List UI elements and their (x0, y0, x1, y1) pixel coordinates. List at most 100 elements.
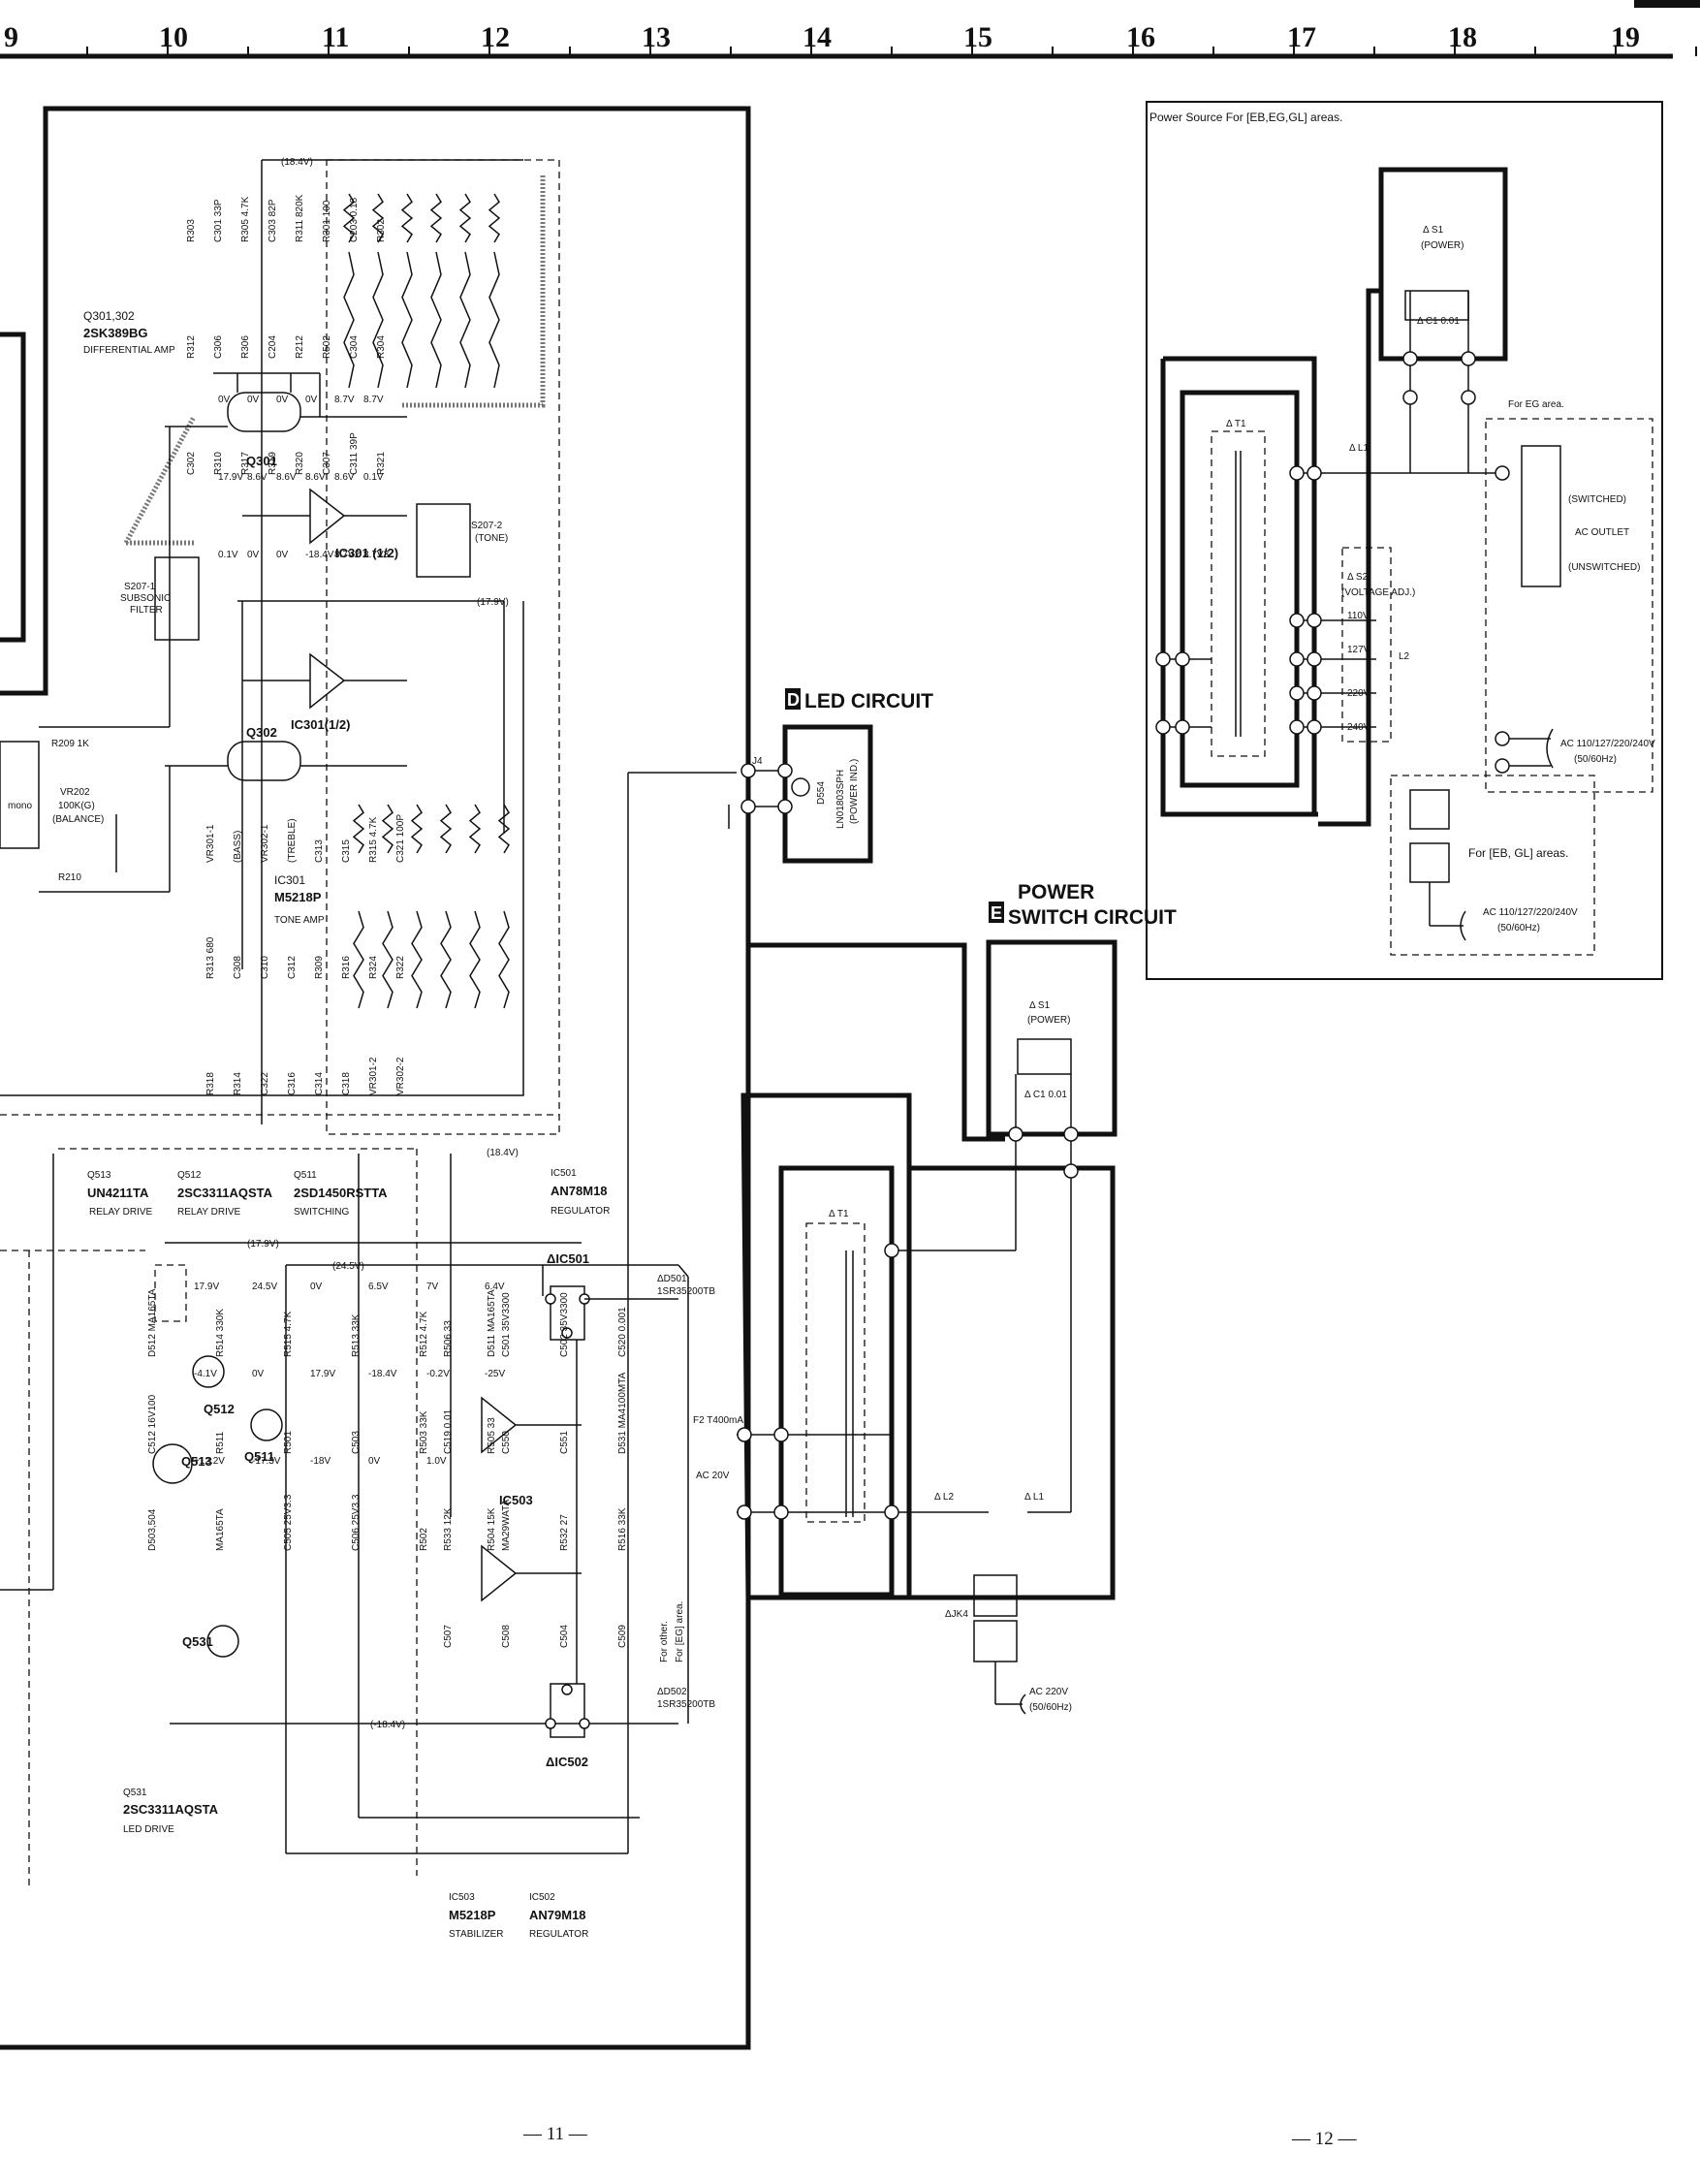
balance-block (0, 741, 40, 849)
part-label: 8.7V (363, 395, 384, 405)
part-label: C307 (322, 452, 332, 475)
ic502-desc: REGULATOR (529, 1929, 588, 1940)
jk4-label: ΔJK4 (945, 1609, 968, 1620)
q512-label: Q512 (177, 1170, 202, 1181)
resistor-symbol (411, 910, 423, 1009)
q513-desc: RELAY DRIVE (89, 1207, 153, 1218)
part-label: 0V (247, 395, 260, 405)
ic503-label: IC503 (449, 1892, 475, 1903)
pso-ac-in: AC 110/127/220/240V (1560, 739, 1655, 749)
part-label: -18V (310, 1456, 331, 1467)
s207-1-switch (154, 556, 200, 641)
ps-v179-tag: (17.9V) (247, 1239, 279, 1250)
part-label: R304 (376, 335, 387, 359)
power-source-box (1146, 101, 1663, 980)
transformer-inner-frame (778, 1165, 895, 1598)
pso-ac-hz2: (50/60Hz) (1497, 923, 1540, 934)
d501-label: ΔD501 (657, 1274, 687, 1284)
part-label: (BASS) (233, 831, 243, 863)
part-label: R314 (233, 1072, 243, 1095)
ic503-a-symbol (481, 1396, 518, 1454)
q301-symbol (227, 392, 301, 432)
q301-302-desc: DIFFERENTIAL AMP (83, 345, 175, 356)
part-label: R502 (322, 335, 332, 359)
pso-c1-label: Δ C1 0.01 (1417, 316, 1460, 327)
resistor-symbol (400, 193, 414, 243)
ic502-sym-label: ΔIC502 (546, 1755, 588, 1769)
part-label: 6.5V (368, 1282, 389, 1292)
part-label: R324 (368, 956, 379, 979)
l1-label: Δ L1 (1024, 1492, 1044, 1503)
resistor-symbol (342, 193, 356, 243)
q531-label: Q531 (123, 1788, 147, 1798)
jk4-block-a (973, 1574, 1018, 1617)
part-label: MA29WATA (501, 1500, 512, 1551)
part-label: (TREBLE) (287, 818, 298, 863)
part-label: C316 (287, 1072, 298, 1095)
resistor-symbol (459, 251, 471, 389)
ic501-type: AN78M18 (551, 1184, 608, 1198)
part-label: R312 (186, 335, 197, 359)
ic301-label: IC301 (274, 873, 305, 887)
vr202-label: VR202 (60, 787, 90, 798)
q511-type: 2SD1450RSTTA (294, 1186, 388, 1200)
part-label: R311 820K (295, 194, 305, 242)
part-label: 7V (426, 1282, 439, 1292)
part-label: R322 (395, 956, 406, 979)
part-label: D503,504 (147, 1508, 158, 1551)
part-label: VR301-2 (368, 1057, 379, 1095)
part-label: 8.6V (276, 472, 297, 483)
transformer-block (737, 1092, 1116, 1715)
q531-type: 2SC3311AQSTA (123, 1802, 219, 1817)
resistor-symbol (343, 251, 355, 389)
pso-unswitched: (UNSWITCHED) (1568, 562, 1640, 573)
r209-label: R209 1K (51, 739, 89, 749)
part-label: C501 35V3300 (501, 1292, 512, 1357)
t1-dash-box (805, 1222, 866, 1523)
grid-col-19: 19 (1611, 21, 1640, 53)
led-letter: D (787, 690, 800, 710)
switch-letter: E (991, 903, 1002, 923)
part-label: R514 330K (215, 1309, 226, 1357)
resistor-symbol (371, 193, 385, 243)
part-label: R316 (341, 956, 352, 979)
ic503-sym-label: IC503 (499, 1493, 533, 1507)
q301-302-label: Q301,302 (83, 309, 135, 323)
part-label: C204 (268, 335, 278, 359)
power-supply-section (152, 772, 737, 1854)
resistor-symbol (468, 804, 482, 854)
pso-for-eg: For EG area. (1508, 399, 1564, 410)
q302-label: Q302 (246, 725, 277, 740)
vr202-value: 100K(G) (58, 801, 95, 811)
page-number-left: — 11 — (522, 2124, 588, 2144)
part-label: 0V (310, 1282, 323, 1292)
q531-desc: LED DRIVE (123, 1824, 174, 1835)
resistor-symbol (381, 804, 394, 854)
d502-label: ΔD502 (657, 1687, 687, 1697)
part-label: C550 (501, 1431, 512, 1454)
ic503-desc: STABILIZER (449, 1929, 504, 1940)
part-label: 0V (252, 1369, 265, 1379)
ic503-type: M5218P (449, 1908, 496, 1922)
part-label: C322 (260, 1072, 270, 1095)
pso-ac-outlet: AC OUTLET (1575, 527, 1629, 538)
pso-v220: 220V (1347, 688, 1370, 699)
part-label: R321 (376, 452, 387, 475)
q513-type: UN4211TA (87, 1186, 149, 1200)
page-number-right: — 12 — (1291, 2129, 1358, 2149)
power-source-title: Power Source For [EB,EG,GL] areas. (1149, 111, 1342, 124)
s207-1-label: S207-1 (124, 582, 156, 592)
q302-symbol (227, 741, 301, 781)
part-label: R303 (186, 219, 197, 242)
power-switch-title2: SWITCH CIRCUIT (1008, 906, 1177, 929)
ps-ac-plug (1546, 728, 1554, 769)
grid-col-18: 18 (1448, 21, 1477, 53)
part-label: C502 35V3300 (559, 1292, 570, 1357)
resistor-symbol (430, 251, 442, 389)
power-switch-circuit (986, 902, 1118, 1179)
part-label: VR301-1 (205, 824, 216, 863)
grid-ruler: 9 10 11 12 13 14 15 16 17 18 19 (0, 0, 1700, 59)
part-label: VR302-1 (260, 824, 270, 863)
pso-v127: 127V (1347, 645, 1370, 655)
